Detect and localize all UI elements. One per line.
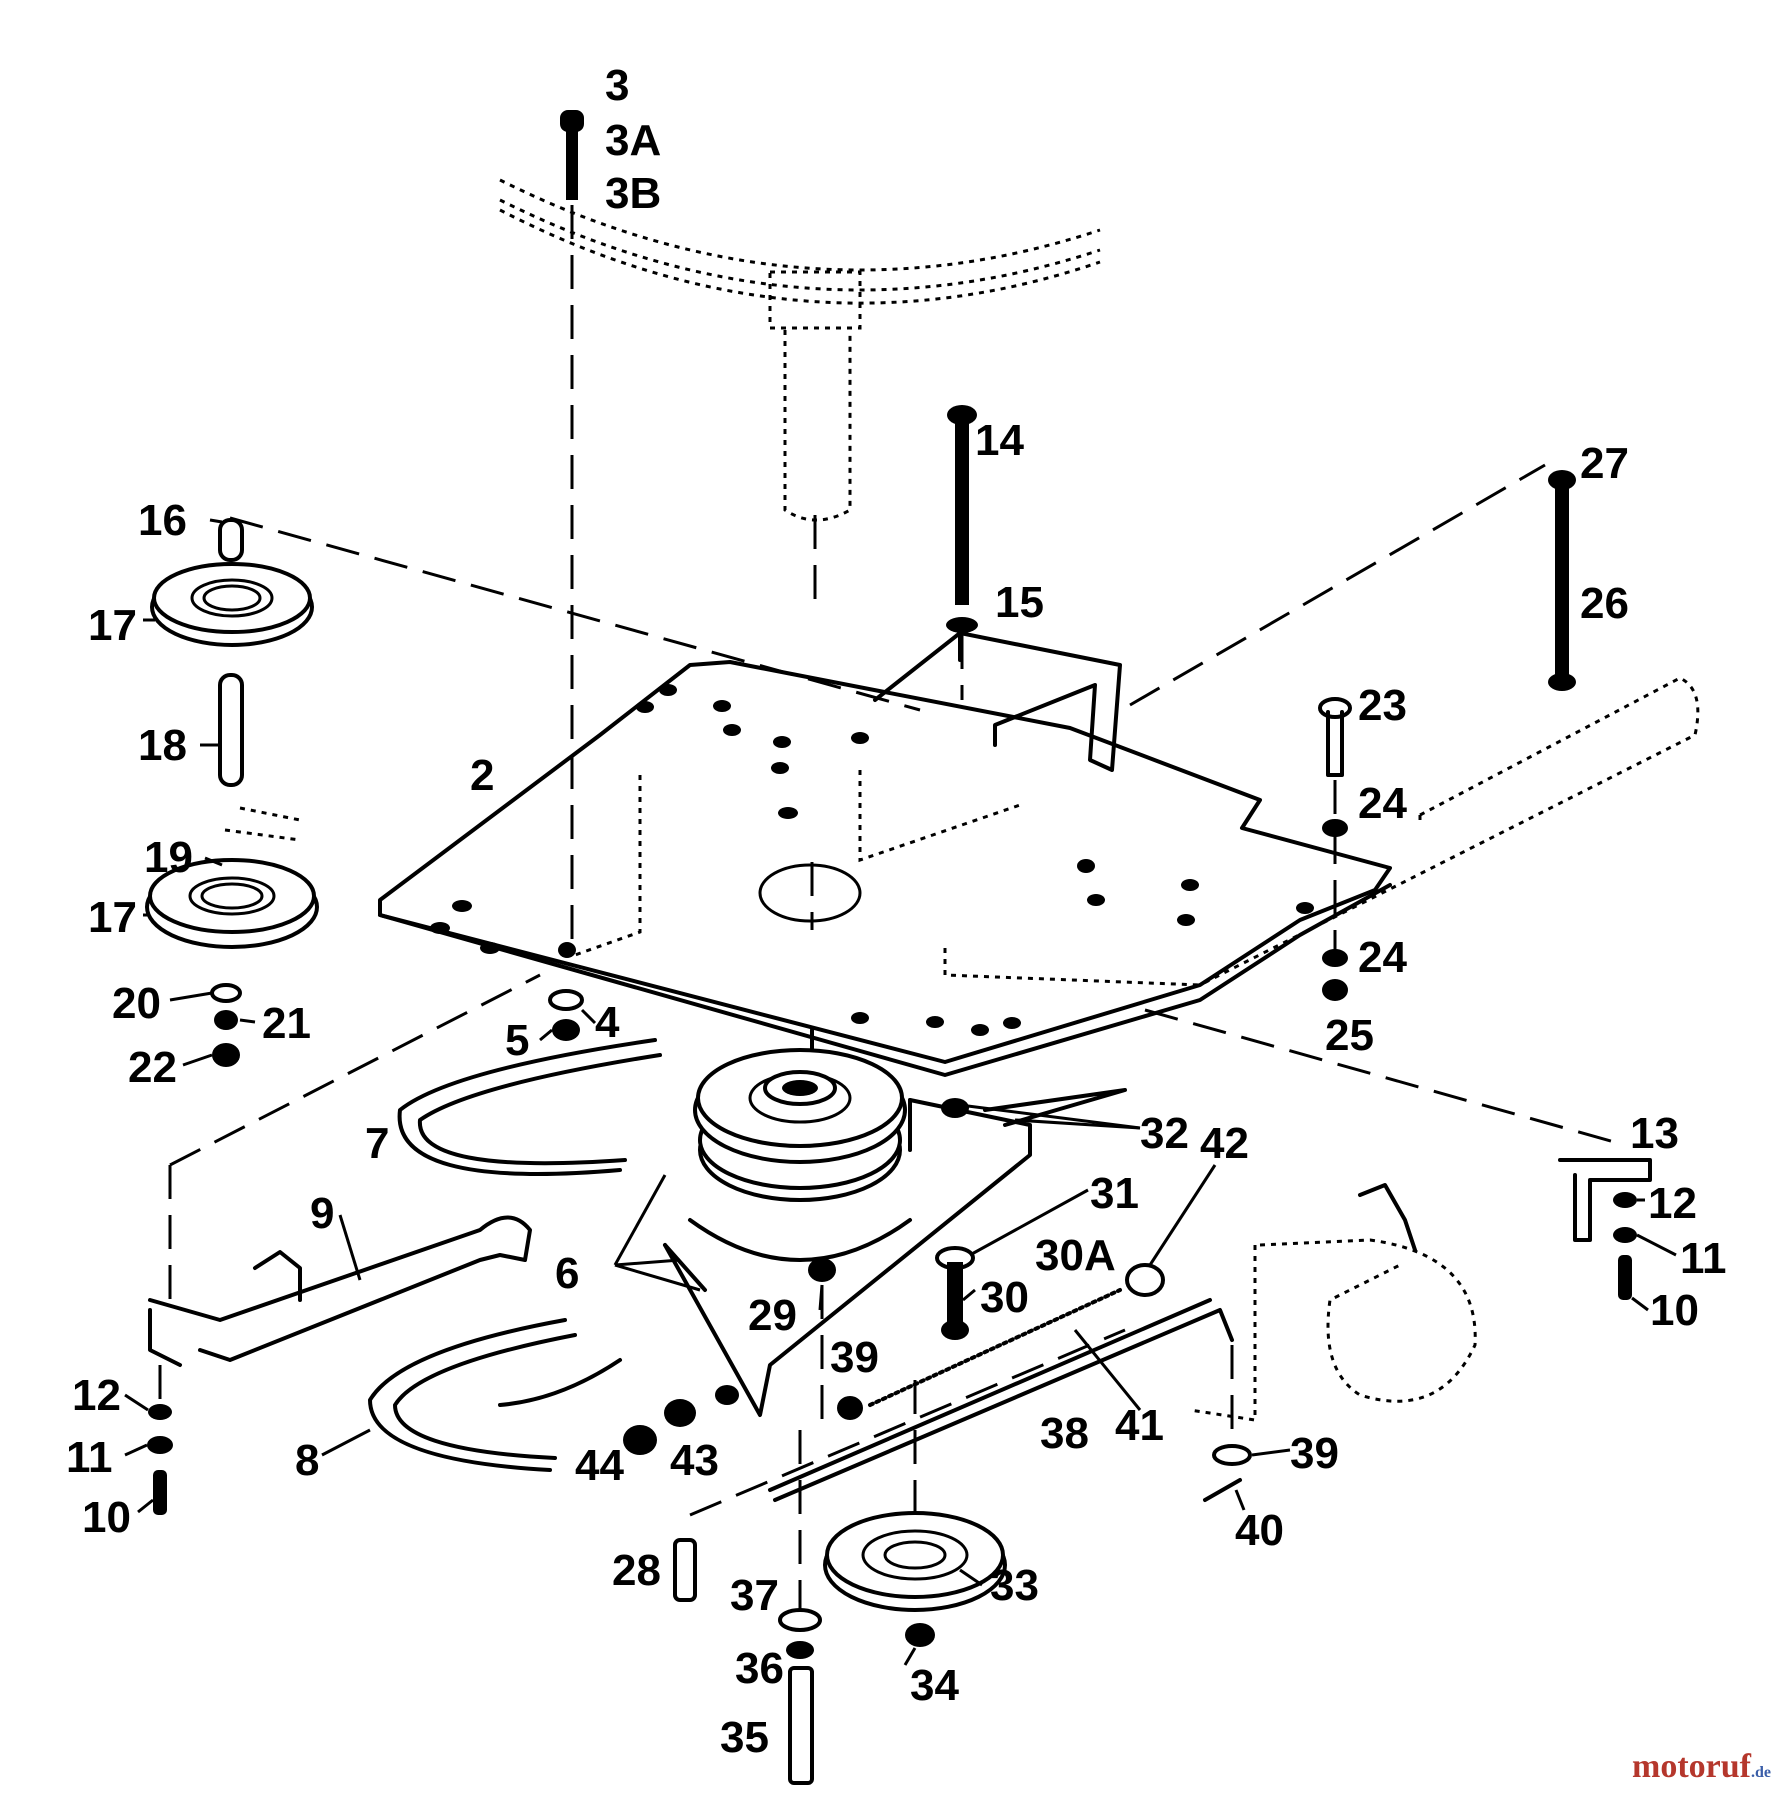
mounting-plate (378, 660, 1392, 1077)
washer-32 (941, 1098, 969, 1118)
callout-labels: 3 3A 3B 14 27 26 16 17 15 23 24 18 2 19 … (66, 61, 1727, 1762)
bolt-30 (935, 1246, 975, 1340)
fasteners-39-40 (1203, 1345, 1252, 1502)
belt-8 (368, 1318, 622, 1472)
label-3A: 3A (605, 116, 661, 165)
label-43: 43 (670, 1436, 719, 1485)
lever-9 (148, 1215, 532, 1367)
label-33: 33 (990, 1561, 1039, 1610)
label-30A: 30A (1035, 1231, 1116, 1280)
label-11-right: 11 (1680, 1234, 1727, 1283)
label-25: 25 (1325, 1011, 1374, 1060)
rear-axle-outline (1199, 676, 1700, 987)
label-6: 6 (555, 1249, 579, 1298)
watermark-tld: .de (1751, 1764, 1771, 1781)
label-10-right: 10 (1650, 1286, 1699, 1335)
label-4: 4 (595, 998, 620, 1047)
label-39-center: 39 (830, 1333, 879, 1382)
bolt-3 (560, 110, 584, 950)
label-31: 31 (1090, 1169, 1139, 1218)
label-27: 27 (1580, 439, 1629, 488)
label-11-left: 11 (66, 1433, 113, 1482)
spring-41 (868, 1263, 1165, 1407)
label-19: 19 (144, 833, 193, 882)
label-3: 3 (605, 61, 629, 110)
label-5: 5 (505, 1016, 529, 1065)
washers-4-5 (548, 989, 584, 1041)
rod-38 (768, 1298, 1234, 1502)
label-18: 18 (138, 721, 187, 770)
label-28: 28 (612, 1546, 661, 1595)
label-21: 21 (262, 999, 311, 1048)
fasteners-39-43-44 (623, 1385, 863, 1455)
idler-bracket (663, 1088, 1127, 1417)
bolt-23 (1318, 697, 1352, 1001)
label-39-right: 39 (1290, 1429, 1339, 1478)
label-32: 32 (1140, 1109, 1189, 1158)
bolt-28 (673, 1328, 1126, 1602)
label-23: 23 (1358, 681, 1407, 730)
pulley-33 (823, 1380, 1007, 1647)
label-29: 29 (748, 1291, 797, 1340)
pulley-stack-left (145, 518, 319, 1067)
hardware-right (1558, 1158, 1652, 1300)
label-14: 14 (975, 416, 1024, 465)
bolt-35 (778, 1430, 822, 1785)
bolt-26 (1548, 470, 1576, 691)
label-35: 35 (720, 1713, 769, 1762)
upper-bracket (873, 631, 1122, 772)
label-12-right: 12 (1648, 1179, 1697, 1228)
label-26: 26 (1580, 579, 1629, 628)
label-24-lower: 24 (1358, 933, 1407, 982)
watermark: motoruf.de (1632, 1748, 1771, 1786)
label-40: 40 (1235, 1506, 1284, 1555)
label-13: 13 (1630, 1109, 1679, 1158)
center-pulley (688, 1028, 912, 1262)
label-37: 37 (730, 1571, 779, 1620)
label-24-upper: 24 (1358, 779, 1407, 828)
label-7: 7 (365, 1119, 389, 1168)
label-12-left: 12 (72, 1371, 121, 1420)
label-44: 44 (575, 1441, 624, 1490)
label-36: 36 (735, 1644, 784, 1693)
label-42: 42 (1200, 1119, 1249, 1168)
leader-lines (124, 518, 1677, 1666)
label-22: 22 (128, 1043, 177, 1092)
label-10-left: 10 (82, 1493, 131, 1542)
nut-29 (808, 1258, 836, 1420)
label-20: 20 (112, 979, 161, 1028)
label-2: 2 (470, 751, 494, 800)
label-34: 34 (910, 1661, 959, 1710)
label-15: 15 (995, 578, 1044, 627)
belt-7 (397, 1038, 662, 1176)
watermark-name: motoruf (1632, 1748, 1751, 1785)
label-38: 38 (1040, 1409, 1089, 1458)
label-9: 9 (310, 1189, 334, 1238)
label-17-upper: 17 (88, 601, 137, 650)
label-30: 30 (980, 1273, 1029, 1322)
right-bracket-outline (1189, 1183, 1477, 1422)
label-16: 16 (138, 496, 187, 545)
label-3B: 3B (605, 169, 661, 218)
hardware-left (147, 1365, 173, 1515)
label-8: 8 (295, 1436, 319, 1485)
steering-wheel-outline (499, 178, 1101, 600)
label-17-lower: 17 (88, 893, 137, 942)
